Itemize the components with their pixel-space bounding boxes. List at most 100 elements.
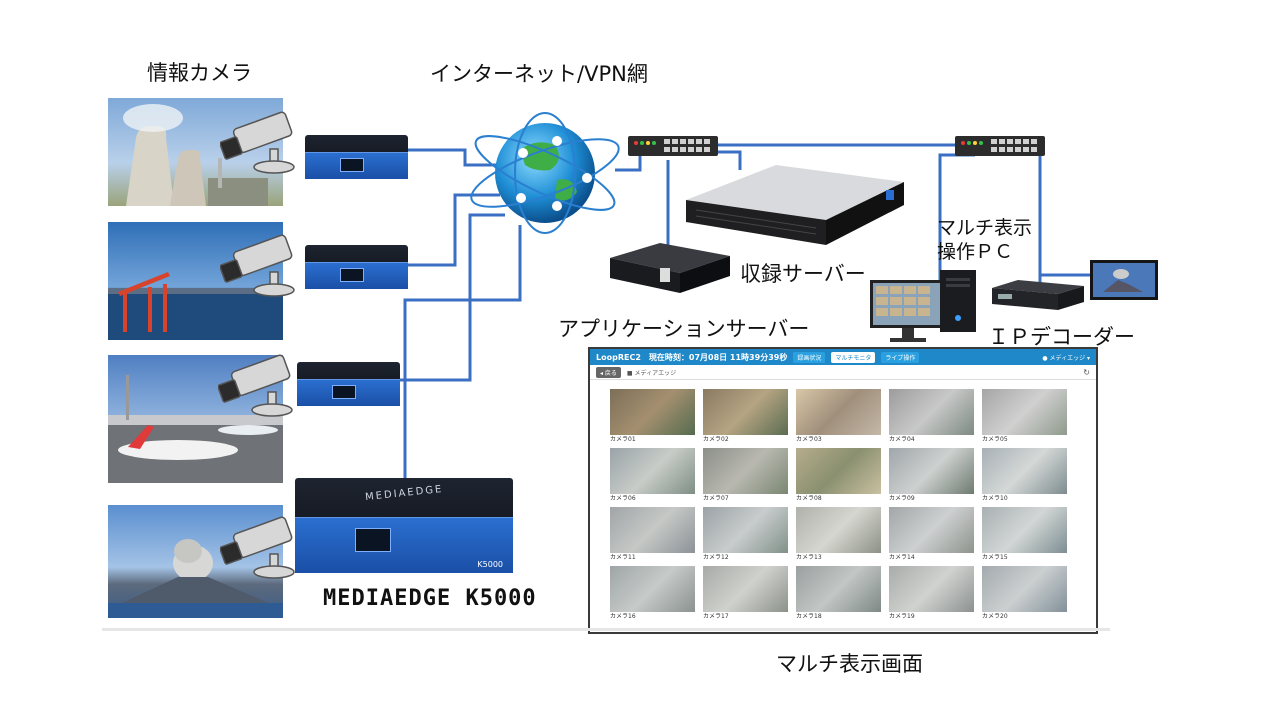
camera-tile[interactable]: カメラ19 (889, 566, 974, 621)
camera-icon (218, 354, 293, 417)
encoder-device (305, 245, 408, 289)
camera-thumbnail (982, 448, 1067, 494)
camera-caption: カメラ03 (796, 436, 822, 443)
camera-tile[interactable]: カメラ06 (610, 448, 695, 503)
multi-pc-label-line1: マルチ表示 (937, 217, 1033, 239)
camera-caption: カメラ19 (889, 613, 915, 620)
camera-caption: カメラ06 (610, 495, 636, 502)
camera-caption: カメラ18 (796, 613, 822, 620)
camera-thumbnail (982, 507, 1067, 553)
ip-decoder-icon (992, 280, 1084, 310)
breadcrumb: ■ メディアエッジ (626, 369, 677, 377)
camera-caption: カメラ14 (889, 554, 915, 561)
k5000-encoder: MEDIAEDGE K5000 (295, 478, 513, 573)
camera-thumbnail (703, 507, 788, 553)
camera-tile[interactable]: カメラ03 (796, 389, 881, 444)
camera-caption: カメラ02 (703, 436, 729, 443)
camera-thumbnail (610, 507, 695, 553)
tv-monitor-icon (1090, 260, 1158, 300)
camera-icon (220, 516, 295, 579)
multi-pc-label-line2: 操作ＰＣ (937, 241, 1014, 263)
camera-tile[interactable]: カメラ13 (796, 507, 881, 562)
tab-recording-status[interactable]: 録画状況 (793, 351, 826, 363)
camera-thumbnail (796, 448, 881, 494)
toolbar: ◂ 戻る ■ メディアエッジ ↻ (590, 365, 1096, 380)
internet-vpn-label: インターネット/VPN網 (430, 62, 648, 86)
app-title: LoopREC2 現在時刻：07月08日 11時39分39秒 (596, 352, 788, 362)
camera-tile[interactable]: カメラ08 (796, 448, 881, 503)
camera-caption: カメラ20 (982, 613, 1008, 620)
info-camera-label: 情報カメラ (147, 61, 252, 85)
encoder-model-label: MEDIAEDGE K5000 (323, 586, 537, 611)
camera-thumbnail (889, 448, 974, 494)
camera-tile[interactable]: カメラ12 (703, 507, 788, 562)
tab-multi-monitor[interactable]: マルチモニタ (831, 351, 876, 363)
ip-decoder-label: ＩＰデコーダー (988, 325, 1135, 349)
app-header: LoopREC2 現在時刻：07月08日 11時39分39秒 録画状況 マルチモ… (590, 349, 1096, 365)
camera-thumbnail (610, 448, 695, 494)
network-switch-icon (628, 136, 718, 156)
camera-tile[interactable]: カメラ10 (982, 448, 1067, 503)
harbor-photo (108, 222, 283, 340)
camera-caption: カメラ08 (796, 495, 822, 502)
camera-thumbnail (889, 507, 974, 553)
tab-live-control[interactable]: ライブ操作 (881, 351, 920, 363)
camera-tile[interactable]: カメラ14 (889, 507, 974, 562)
camera-tile[interactable]: カメラ09 (889, 448, 974, 503)
camera-caption: カメラ12 (703, 554, 729, 561)
camera-tile[interactable]: カメラ20 (982, 566, 1067, 621)
camera-caption: カメラ01 (610, 436, 636, 443)
multi-screen-label: マルチ表示画面 (776, 652, 923, 676)
camera-thumbnail (982, 389, 1067, 435)
camera-tile[interactable]: カメラ04 (889, 389, 974, 444)
power-plant-photo (108, 98, 283, 206)
camera-thumbnail (610, 389, 695, 435)
camera-tile[interactable]: カメラ17 (703, 566, 788, 621)
user-menu[interactable]: ● メディエッジ ▾ (1042, 354, 1090, 362)
camera-caption: カメラ10 (982, 495, 1008, 502)
camera-caption: カメラ11 (610, 554, 636, 561)
camera-thumbnail (703, 448, 788, 494)
divider (102, 628, 1110, 631)
camera-tile[interactable]: カメラ18 (796, 566, 881, 621)
app-server-label: アプリケーションサーバー (558, 317, 810, 341)
network-switch-icon (955, 136, 1045, 156)
camera-tile[interactable]: カメラ02 (703, 389, 788, 444)
camera-thumbnail (703, 566, 788, 612)
camera-thumbnail (610, 566, 695, 612)
camera-caption: カメラ13 (796, 554, 822, 561)
camera-tile[interactable]: カメラ07 (703, 448, 788, 503)
encoder-model-badge: K5000 (477, 560, 503, 569)
encoder-brand-text: MEDIAEDGE (364, 483, 444, 504)
globe-icon (470, 112, 620, 234)
multi-display-screen: LoopREC2 現在時刻：07月08日 11時39分39秒 録画状況 マルチモ… (588, 347, 1098, 634)
camera-caption: カメラ17 (703, 613, 729, 620)
camera-caption: カメラ05 (982, 436, 1008, 443)
camera-tile[interactable]: カメラ15 (982, 507, 1067, 562)
camera-thumbnail (889, 566, 974, 612)
camera-icon (220, 111, 295, 174)
camera-thumbnail (796, 507, 881, 553)
camera-thumbnail (889, 389, 974, 435)
refresh-icon[interactable]: ↻ (1083, 367, 1090, 377)
recording-server-icon (686, 165, 904, 245)
camera-tile[interactable]: カメラ05 (982, 389, 1067, 444)
camera-icon (220, 234, 295, 297)
camera-caption: カメラ15 (982, 554, 1008, 561)
camera-grid: カメラ01 カメラ02 カメラ03 カメラ04 カメラ05 カメラ06 カメラ07 カメラ08… (610, 389, 1078, 621)
encoder-device (297, 362, 400, 406)
camera-tile[interactable]: カメラ01 (610, 389, 695, 444)
pc-tower-icon (940, 270, 976, 332)
recording-server-label: 収録サーバー (740, 262, 866, 286)
camera-tile[interactable]: カメラ16 (610, 566, 695, 621)
volcano-photo (108, 505, 283, 618)
encoder-device (305, 135, 408, 179)
camera-caption: カメラ07 (703, 495, 729, 502)
camera-tile[interactable]: カメラ11 (610, 507, 695, 562)
camera-caption: カメラ09 (889, 495, 915, 502)
camera-thumbnail (703, 389, 788, 435)
application-server-icon (610, 243, 730, 293)
camera-thumbnail (796, 389, 881, 435)
back-button[interactable]: ◂ 戻る (596, 366, 621, 378)
